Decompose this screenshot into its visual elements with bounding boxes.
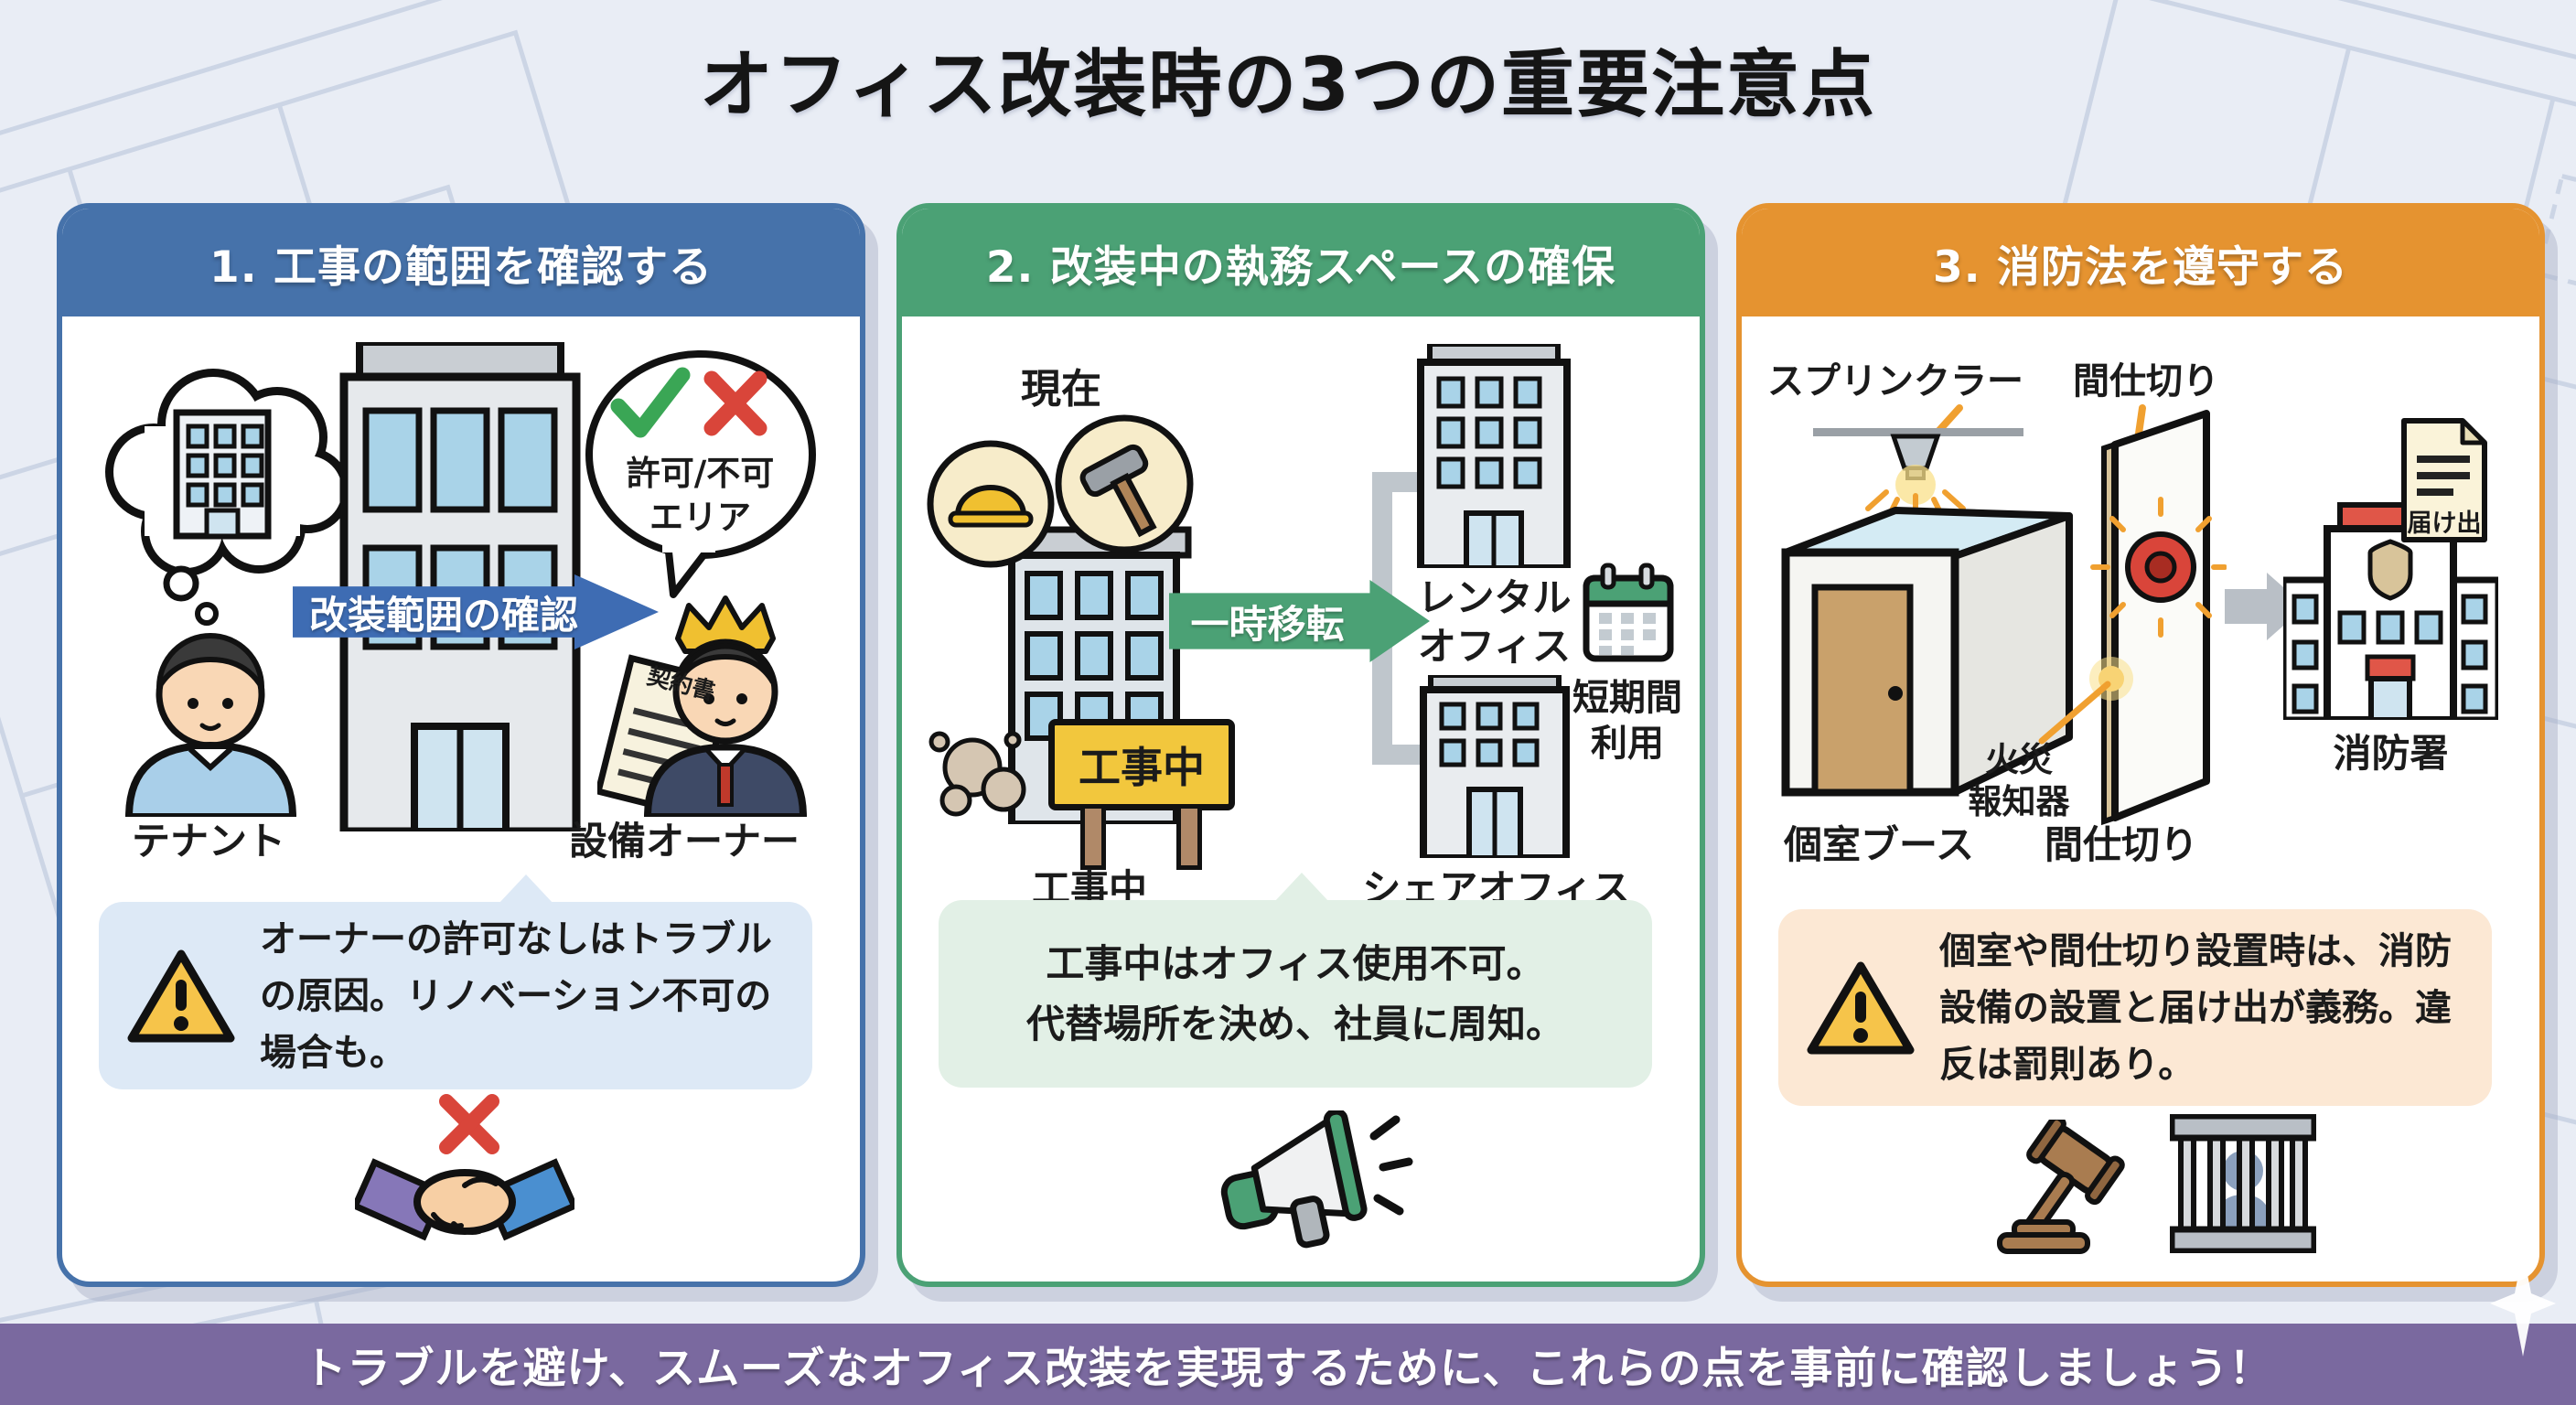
construction-building-icon <box>927 414 1194 824</box>
fire-alarm-label: 火災 報知器 <box>1968 740 2070 822</box>
temporary-move-arrow: 一時移転 <box>1169 580 1430 662</box>
card-construction-scope: 1. 工事の範囲を確認する <box>57 203 865 1287</box>
card2-header: 2. 改装中の執務スペースの確保 <box>902 209 1700 316</box>
owner-label: 設備オーナー <box>568 819 800 863</box>
share-office-building-icon <box>1420 675 1570 858</box>
fire-station-label: 消防署 <box>2333 731 2449 776</box>
footer-text: トラブルを避け、スムーズなオフィス改装を実現するために、これらの点を事前に確認し… <box>303 1344 2273 1394</box>
calendar-icon <box>1583 563 1674 662</box>
notification-document-icon <box>2401 418 2487 542</box>
card1-header: 1. 工事の範囲を確認する <box>62 209 860 316</box>
partition-bottom-label: 間仕切り <box>2044 822 2198 867</box>
thought-bubble-building-icon <box>105 369 350 626</box>
private-booth-icon <box>1781 428 2073 797</box>
red-x-icon <box>439 1094 499 1154</box>
rental-office-building-icon <box>1417 344 1571 568</box>
gavel-icon <box>1997 1120 2125 1254</box>
sprinkler-icon <box>1865 434 1966 520</box>
permit-badge-label: 許可/不可 エリア <box>626 454 775 538</box>
card3-note-box: 個室や間仕切り設置時は、消防設備の設置と届け出が義務。違反は罰則あり。 <box>1778 909 2492 1106</box>
sparkle-icon <box>2490 1251 2556 1357</box>
page-title: オフィス改装時の3つの重要注意点 <box>699 42 1877 127</box>
partition-panel-icon <box>2038 410 2227 826</box>
card3-body: スプリンクラー 間仕切り <box>1742 316 2539 1282</box>
short-term-label: 短期間 利用 <box>1572 677 1682 765</box>
construction-sign-text: 工事中 <box>1079 743 1205 792</box>
fire-alarm-icon <box>2090 497 2227 638</box>
dust-cloud-icon <box>928 731 1026 817</box>
sprinkler-label: スプリンクラー <box>1767 360 2023 402</box>
hammer-bubble-icon <box>1055 414 1194 553</box>
card3-note-text: 個室や間仕切り設置時は、消防設備の設置と届け出が義務。違反は罰則あり。 <box>1939 929 2452 1086</box>
warning-icon <box>127 949 235 1042</box>
notification-doc-label: 届け出 <box>2407 509 2482 538</box>
card1-note-text: オーナーの許可なしはトラブルの原因。リノベーション不可の場合も。 <box>260 917 772 1074</box>
card1-note-box: オーナーの許可なしはトラブルの原因。リノベーション不可の場合も。 <box>99 874 812 1089</box>
card2-note-box: 工事中はオフィス使用不可。 代替場所を決め、社員に周知。 <box>939 873 1652 1088</box>
footer-banner: トラブルを避け、スムーズなオフィス改装を実現するために、これらの点を事前に確認し… <box>0 1324 2576 1405</box>
x-icon <box>703 370 767 436</box>
tenant-label: テナント <box>131 819 285 863</box>
jail-bars-icon <box>2170 1114 2316 1253</box>
check-icon <box>610 367 691 438</box>
partition-top-label: 間仕切り <box>2073 360 2219 402</box>
small-building-icon <box>173 409 272 540</box>
card-workspace-during-renovation: 2. 改装中の執務スペースの確保 現在 <box>896 203 1705 1287</box>
card2-body: 現在 <box>902 316 1700 1282</box>
rental-office-label: レンタル オフィス <box>1417 575 1572 669</box>
current-label: 現在 <box>1021 366 1101 413</box>
card2-note-text: 工事中はオフィス使用不可。 代替場所を決め、社員に周知。 <box>1025 941 1564 1046</box>
under-construction-sign: 工事中 <box>1048 719 1235 810</box>
card1-body: ? <box>62 316 860 1282</box>
fire-station-icon <box>2283 502 2498 720</box>
megaphone-icon <box>1220 1110 1413 1249</box>
card-fire-law-compliance: 3. 消防法を遵守する スプリンクラー 間仕切り <box>1736 203 2545 1287</box>
sign-post-left <box>1080 804 1106 870</box>
permit-speech-bubble <box>585 350 816 598</box>
sign-post-right <box>1176 804 1202 870</box>
card3-header: 3. 消防法を遵守する <box>1742 209 2539 316</box>
no-handshake-icon <box>355 1094 574 1241</box>
booth-label: 個室ブース <box>1784 822 1974 867</box>
warning-icon <box>1807 961 1915 1054</box>
scope-check-arrow: 改装範囲の確認 <box>293 574 659 649</box>
tenant-person-icon <box>124 633 297 817</box>
owner-person-icon <box>597 595 808 817</box>
helmet-bubble-icon <box>927 440 1055 568</box>
